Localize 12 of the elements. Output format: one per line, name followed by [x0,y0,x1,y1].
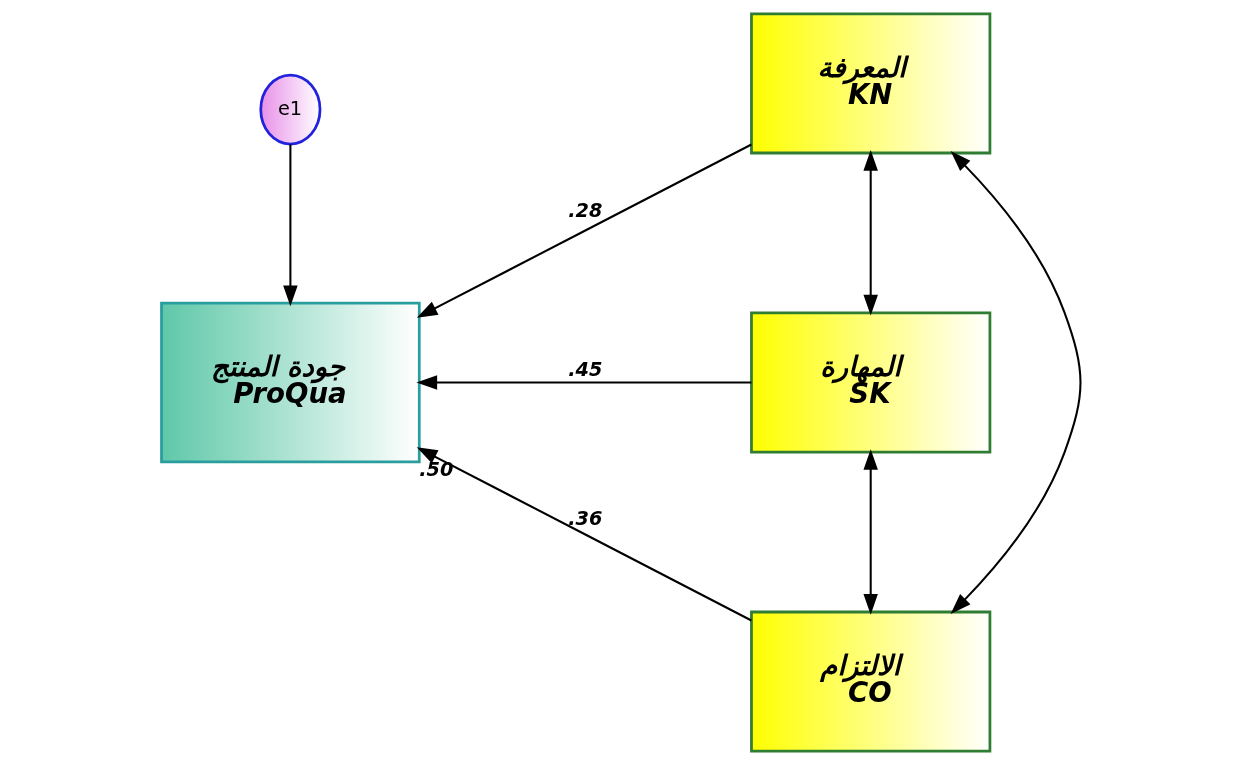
edge-label: .45 [567,357,602,381]
edge-label: .36 [567,506,602,530]
node-label: .50 [418,457,453,481]
node-ellipse: e1 [258,73,321,146]
arrow [950,151,1081,614]
arrow [862,449,878,615]
edge-label: .28 [567,199,602,223]
arrow [416,447,752,622]
arrow [282,144,298,307]
arrow [862,150,878,316]
arrow [415,375,751,390]
arrow [416,143,752,318]
